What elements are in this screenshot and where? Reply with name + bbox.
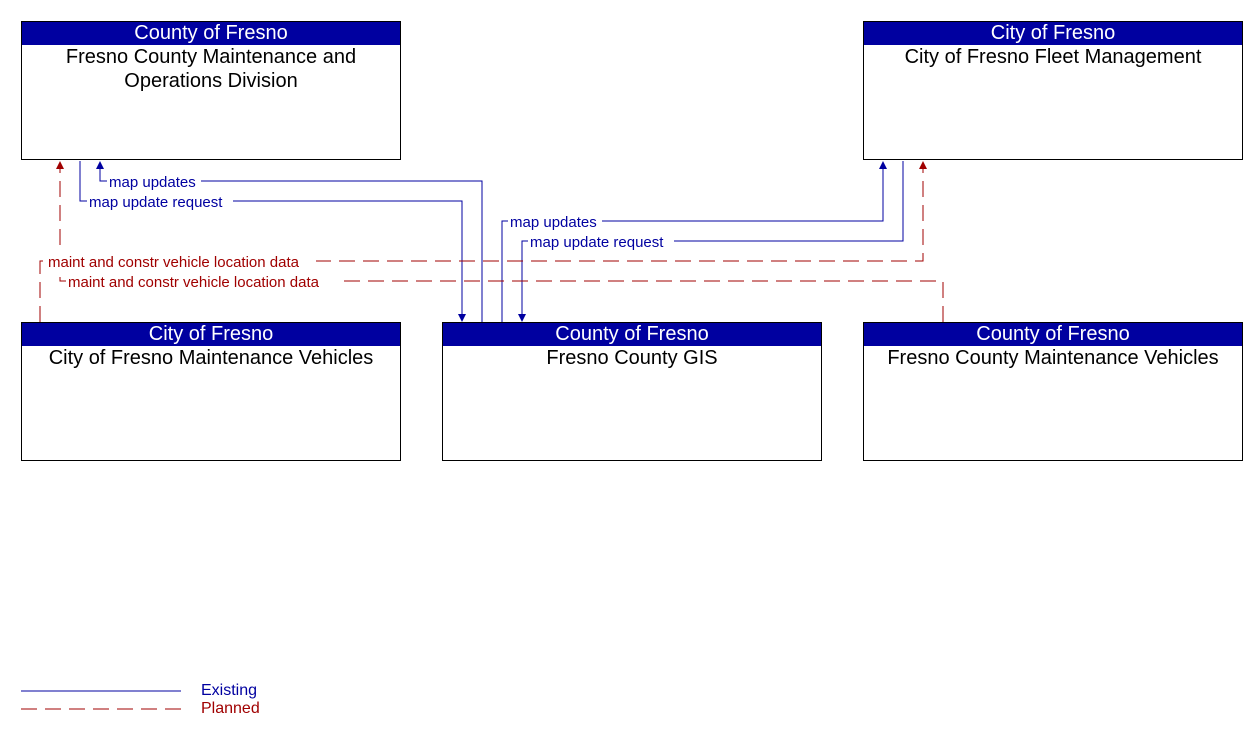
flow-label: maint and constr vehicle location data bbox=[48, 254, 300, 271]
arrowhead-icon bbox=[458, 314, 466, 322]
arrowhead-icon bbox=[56, 161, 64, 169]
box-name: City of Fresno Maintenance Vehicles bbox=[48, 347, 374, 369]
box-name: Fresno County Maintenance Vehicles bbox=[887, 347, 1219, 369]
box-name: City of Fresno Fleet Management bbox=[904, 46, 1202, 68]
box-county-maintenance-vehicles[interactable]: County of Fresno Fresno County Maintenan… bbox=[863, 322, 1243, 461]
box-owner: County of Fresno bbox=[22, 22, 400, 45]
flow-line-vehicle-location-county bbox=[59, 166, 944, 322]
box-owner: City of Fresno bbox=[22, 323, 400, 346]
flow-label: map updates bbox=[510, 214, 597, 231]
flow-label: map update request bbox=[530, 234, 664, 251]
flow-line-map-updates-city bbox=[501, 166, 884, 322]
box-owner: County of Fresno bbox=[443, 323, 821, 346]
arrowhead-icon bbox=[518, 314, 526, 322]
box-city-maintenance-vehicles[interactable]: City of Fresno City of Fresno Maintenanc… bbox=[21, 322, 401, 461]
legend-existing-label: Existing bbox=[201, 682, 258, 699]
flow-label: map update request bbox=[89, 194, 223, 211]
box-owner: County of Fresno bbox=[864, 323, 1242, 346]
box-city-fleet-management[interactable]: City of Fresno City of Fresno Fleet Mana… bbox=[863, 21, 1243, 160]
arrowhead-icon bbox=[879, 161, 887, 169]
arrowhead-icon bbox=[96, 161, 104, 169]
legend-planned-label: Planned bbox=[201, 700, 260, 717]
flow-line-map-update-request-county bbox=[79, 161, 463, 317]
flow-label: maint and constr vehicle location data bbox=[68, 274, 320, 291]
flow-label: map updates bbox=[109, 174, 196, 191]
box-fresno-county-gis[interactable]: County of Fresno Fresno County GIS bbox=[442, 322, 822, 461]
box-fresno-county-maintenance-operations[interactable]: County of Fresno Fresno County Maintenan… bbox=[21, 21, 401, 160]
flow-line-map-update-request-city bbox=[521, 161, 904, 317]
box-name: Fresno County Maintenance and Operations… bbox=[65, 46, 357, 92]
box-name: Fresno County GIS bbox=[546, 347, 718, 369]
flow-line-map-updates-county bbox=[99, 166, 483, 322]
box-owner: City of Fresno bbox=[864, 22, 1242, 45]
flow-line-vehicle-location-city bbox=[39, 166, 924, 322]
arrowhead-icon bbox=[919, 161, 927, 169]
